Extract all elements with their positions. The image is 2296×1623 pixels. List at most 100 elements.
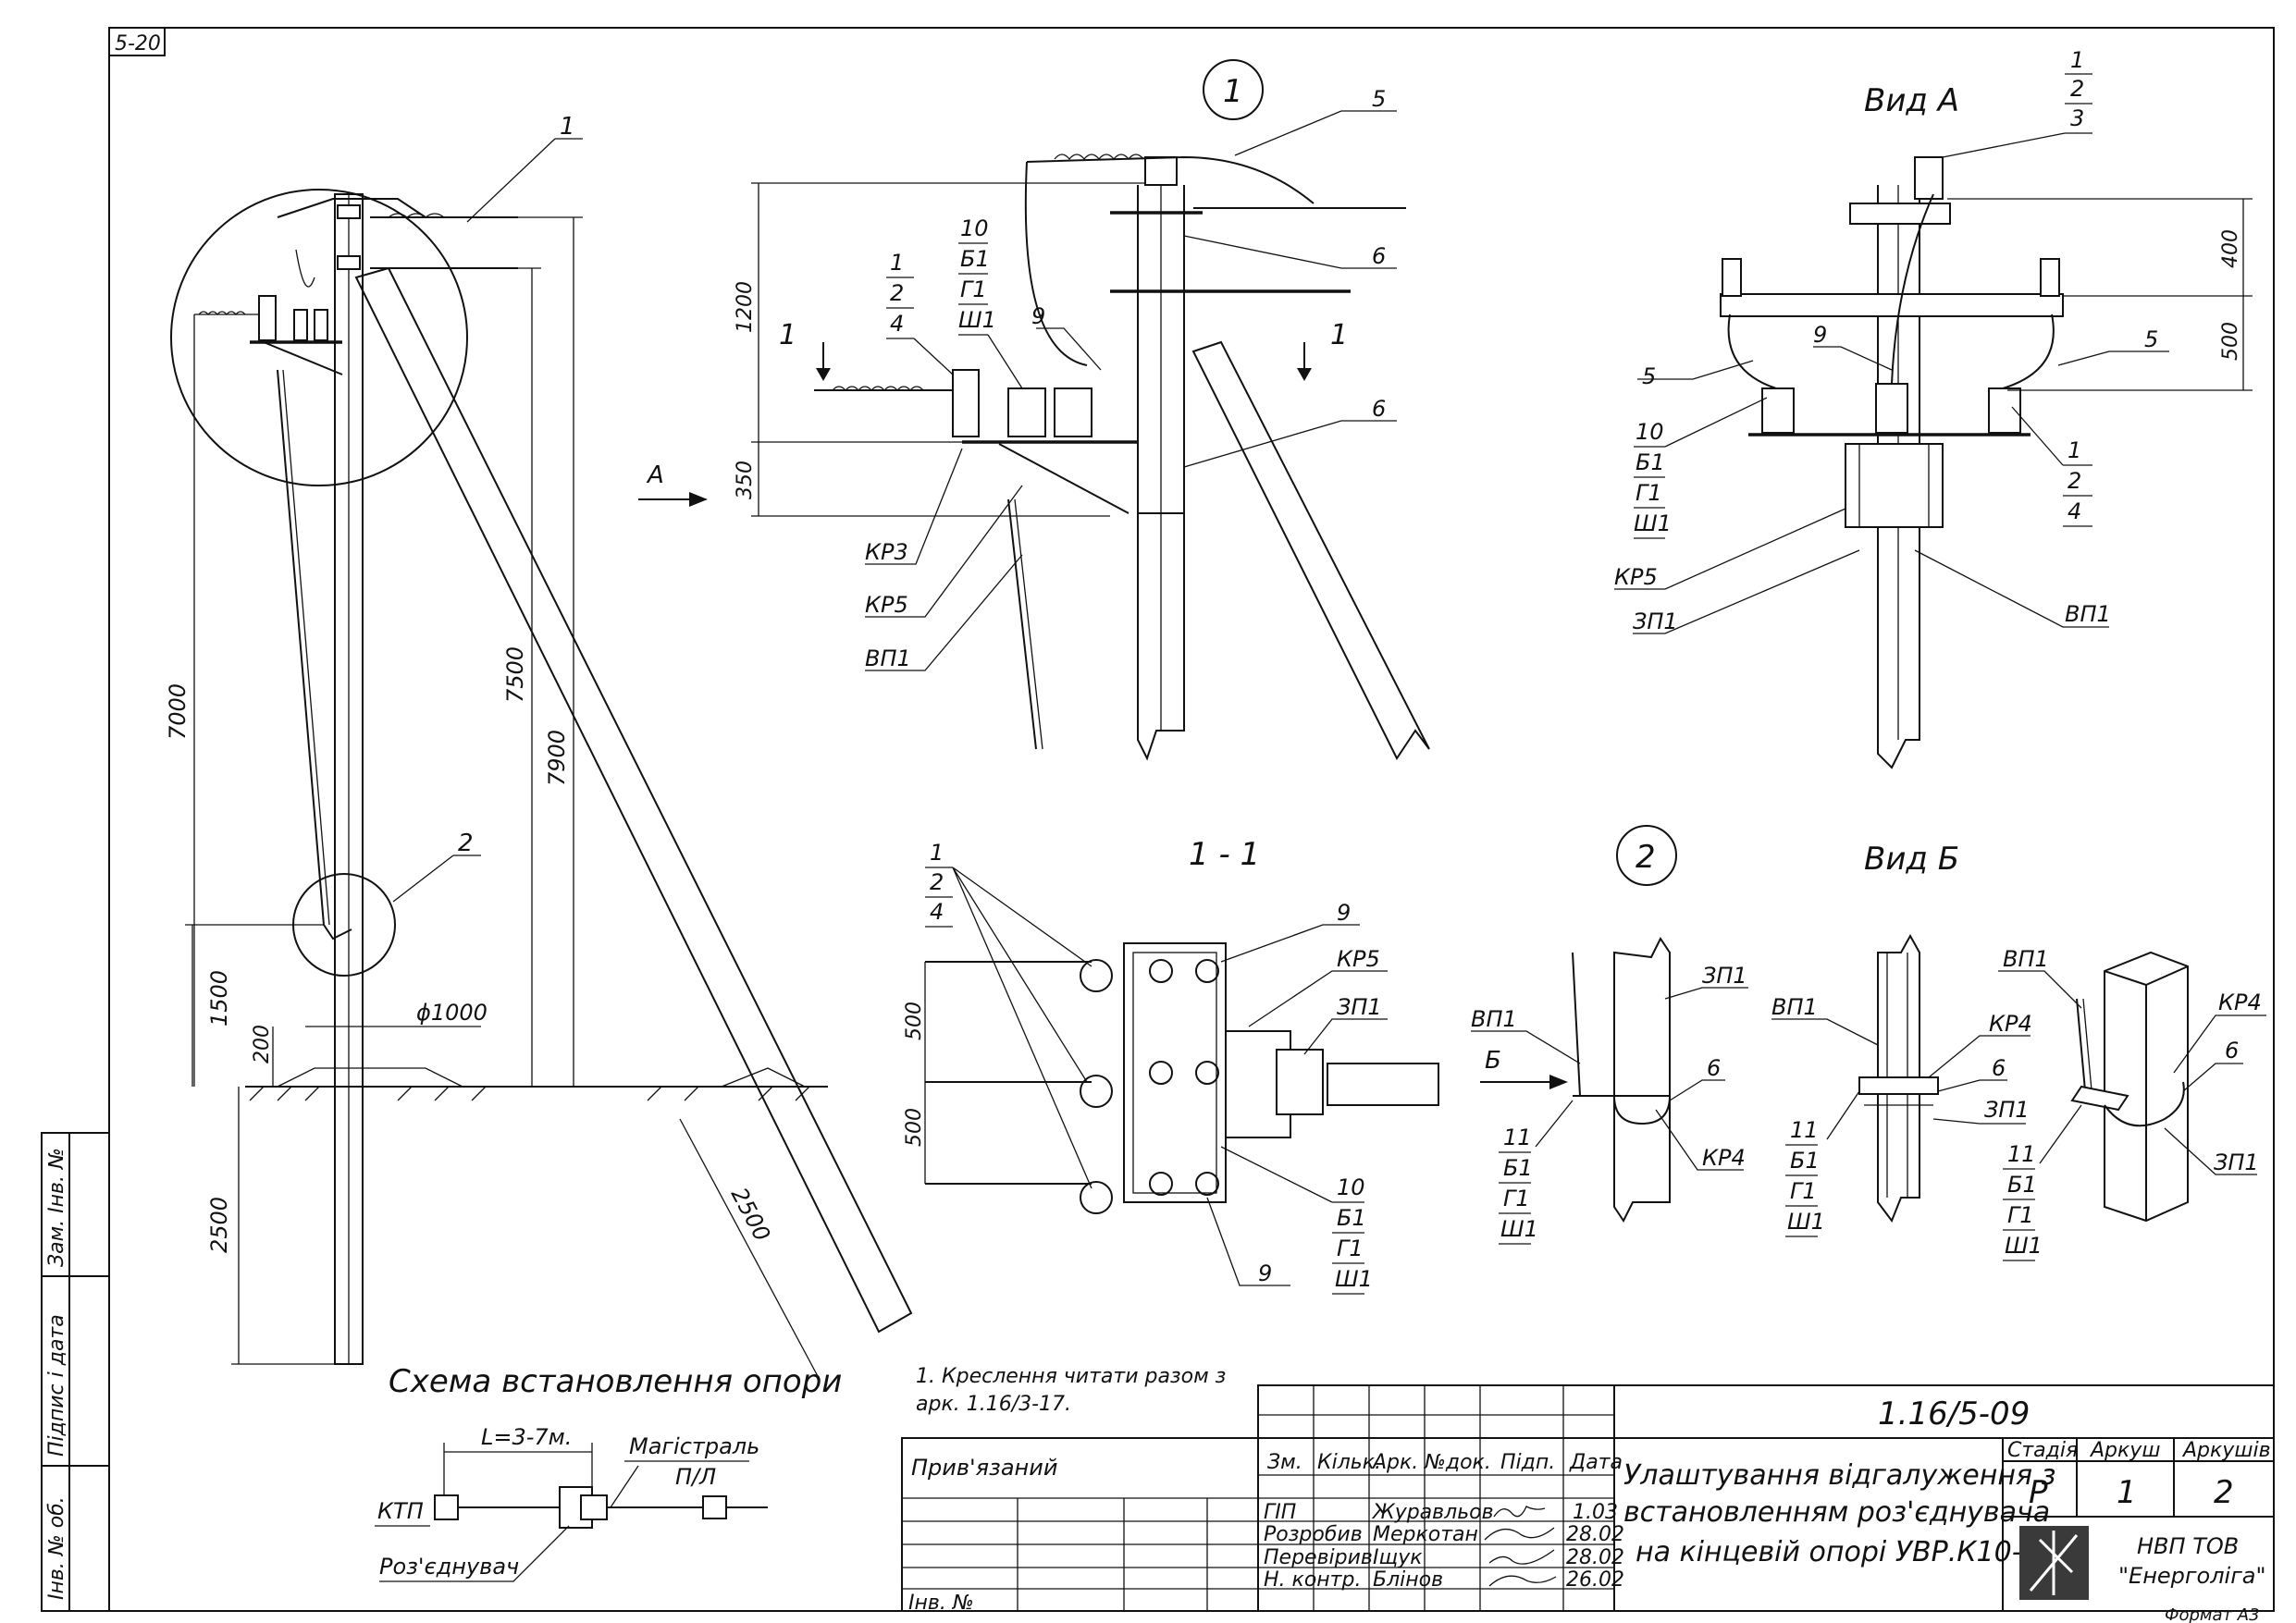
view-b-title: Вид Б [1864, 841, 1959, 878]
tb-r1-role: Розробив [1264, 1523, 1363, 1546]
signature-2 [1484, 1527, 1555, 1541]
scheme-dim-7900: 7900 [544, 730, 570, 786]
tb-r0-role: ГІП [1264, 1501, 1296, 1524]
tb-linked: Прив'язаний [911, 1455, 1057, 1481]
tb-r0-name: Журавльов [1371, 1501, 1494, 1524]
iso-callout-vp1: ВП1 [2003, 946, 2049, 972]
view-a-callout-g1: Г1 [1636, 480, 1662, 506]
title-block: Прив'язаний Інв. № Зм. Кільк. Арк. №док.… [901, 1384, 2275, 1615]
iso-detail: ВП1 КР4 6 ЗП1 11 Б1 Г1 Ш1 [1998, 946, 2266, 1261]
section11-callout-b1: Б1 [1337, 1205, 1366, 1231]
tb-r1-date: 28.02 [1566, 1523, 1624, 1546]
signature-4 [1488, 1575, 1557, 1587]
mini-distance: L=3-7м. [481, 1424, 572, 1450]
iso-callout-b1: Б1 [2007, 1172, 2037, 1198]
view-a-callout-5b: 5 [2144, 326, 2158, 352]
iso-callout-kr4: КР4 [2218, 990, 2262, 1015]
tb-title-2: встановленням роз'єднувача [1623, 1496, 2050, 1529]
detail1-callout-6b: 6 [1372, 396, 1386, 422]
section11-callout-2: 2 [930, 869, 944, 895]
format-label: Формат А3 [2165, 1605, 2260, 1623]
detail1-callout-10: 10 [960, 215, 989, 241]
tb-title-1: Улаштування відгалуження з [1623, 1459, 2055, 1492]
signature-3 [1488, 1549, 1555, 1565]
view-a-callout-b1: Б1 [1636, 449, 1665, 475]
iso-callout-11: 11 [2007, 1141, 2036, 1167]
view-a-callout-1b: 1 [2068, 437, 2081, 463]
iso-callout-g1: Г1 [2007, 1202, 2034, 1228]
view-a-callout-zp1: ЗП1 [1633, 609, 1678, 634]
view-a-callout-sh1: Ш1 [1634, 510, 1672, 536]
tb-h-pidp: Підп. [1500, 1451, 1555, 1474]
detail1-callout-vp1: ВП1 [865, 646, 911, 671]
section11-dim-500b: 500 [903, 1108, 926, 1147]
mini-scheme: L=3-7м. Магістраль П/Л КТП Роз'єднувач [375, 1424, 768, 1582]
detail2-arrow-label: Б [1485, 1047, 1501, 1075]
detail2-callout-kr4: КР4 [1702, 1145, 1746, 1171]
scheme-dim-200: 200 [251, 1025, 274, 1064]
detail2-callout-6: 6 [1707, 1055, 1721, 1081]
tb-company-2: "Енерголіга" [2118, 1563, 2266, 1589]
view-a-callout-2b: 2 [2068, 468, 2081, 494]
view-a-callout-kr5: КР5 [1614, 564, 1658, 590]
iso-callout-zp1: ЗП1 [2214, 1150, 2259, 1175]
side-sign-date: Підпис і дата [45, 1314, 68, 1457]
view-b-callout-kr4: КР4 [1989, 1011, 2032, 1037]
view-a-callout-1: 1 [2070, 47, 2084, 73]
view-b-callout-vp1: ВП1 [1771, 994, 1818, 1020]
section11-callout-10: 10 [1337, 1174, 1365, 1200]
side-inv-sub: Зам. Інв. № [45, 1148, 68, 1267]
view-b-callout-sh1: Ш1 [1787, 1209, 1825, 1235]
detail2-circle-label: 2 [1636, 839, 1656, 876]
view-a-callout-3: 3 [2070, 105, 2084, 131]
view-b-callout-11: 11 [1790, 1117, 1819, 1143]
detail2-callout-zp1: ЗП1 [1702, 963, 1747, 989]
tb-inv-no: Інв. № [908, 1592, 974, 1615]
detail1-callout-6a: 6 [1372, 243, 1386, 269]
iso-callout-sh1: Ш1 [2005, 1233, 2043, 1259]
tb-company-1: НВП ТОВ [2137, 1533, 2239, 1559]
view-a: Вид А 400 500 1 2 3 [1614, 47, 2253, 769]
detail1-callout-kr3: КР3 [865, 539, 908, 565]
tb-r1-name: Меркотан [1373, 1523, 1478, 1546]
detail1-section-right: 1 [1330, 319, 1348, 351]
signature-1 [1493, 1506, 1546, 1518]
tb-r2-name: Іщук [1373, 1546, 1423, 1569]
detail1-callout-1: 1 [890, 250, 904, 276]
view-a-dim-500: 500 [2219, 322, 2242, 361]
tb-title-3: на кінцевій опорі УВР.К10-2 [1636, 1536, 2040, 1568]
note-line-2: арк. 1.16/3-17. [916, 1393, 1071, 1416]
detail1-circle-label: 1 [1223, 73, 1243, 110]
detail1-callout-2: 2 [890, 280, 904, 306]
view-b-callout-6: 6 [1992, 1055, 2006, 1081]
detail-2: 2 Б ВП1 ЗП1 6 КР4 11 Б1 Г1 Ш1 [1471, 825, 1748, 1245]
section11-callout-1: 1 [930, 840, 944, 866]
tb-h-ark: Арк. [1371, 1451, 1418, 1474]
tb-stage: Р [2029, 1474, 2048, 1511]
sheet-code: 5-20 [115, 32, 161, 55]
view-b-callout-b1: Б1 [1790, 1148, 1820, 1174]
iso-callout-6: 6 [2225, 1038, 2239, 1064]
detail1-callout-g1: Г1 [960, 277, 987, 302]
detail1-callout-5: 5 [1372, 86, 1386, 112]
tb-r0-date: 1.03 [1573, 1501, 1618, 1524]
section11-callout-g1: Г1 [1337, 1236, 1364, 1261]
mini-switch: Роз'єднувач [379, 1554, 519, 1580]
tb-sheets: 2 [2214, 1474, 2234, 1511]
tb-sheet: 1 [2117, 1474, 2137, 1511]
tb-h-ndok: №док. [1424, 1451, 1491, 1474]
view-b: Вид Б ВП1 КР4 6 ЗП1 11 Б1 Г1 Ш1 [1771, 841, 2032, 1237]
detail2-callout-b1: Б1 [1503, 1155, 1533, 1181]
view-a-callout-vp1: ВП1 [2065, 601, 2111, 627]
scheme-dim-d1000: ϕ1000 [416, 1000, 488, 1026]
detail1-callout-sh1: Ш1 [958, 307, 996, 333]
section11-callout-zp1: ЗП1 [1337, 994, 1382, 1020]
sheet-code-box [108, 27, 166, 56]
tb-r3-role: Н. контр. [1264, 1568, 1361, 1592]
view-b-callout-g1: Г1 [1790, 1178, 1817, 1204]
mini-line2: П/Л [675, 1464, 716, 1490]
scheme-dim-7000: 7000 [165, 683, 191, 740]
section11-callout-sh1: Ш1 [1335, 1266, 1373, 1292]
detail1-arrow-label: А [646, 461, 664, 489]
